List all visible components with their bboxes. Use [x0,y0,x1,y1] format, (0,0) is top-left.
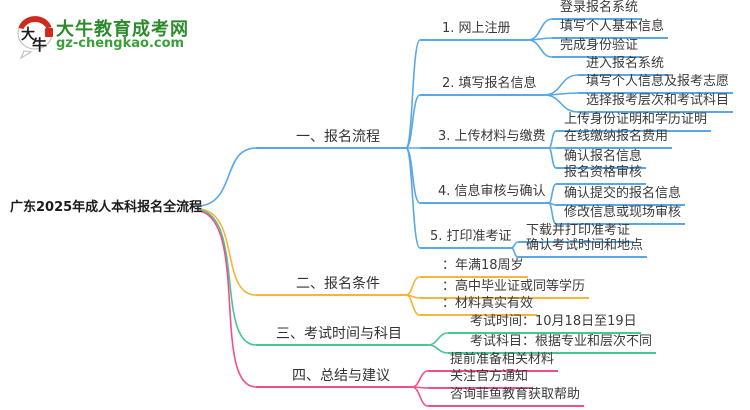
logo-char-niu: 牛 [32,36,47,54]
leaf-confirm-submitted-info: 确认提交的报名信息 [556,186,686,206]
leaf-valid-materials: ：材料真实有效 [420,296,538,316]
leaf-consult-for-help: 咨询菲鱼教育获取帮助 [428,387,585,407]
branch-signup-conditions: 二、报名条件 [256,276,406,296]
leaf-confirm-time-place: 确认考试时间和地点 [518,238,648,258]
leaf-confirm-signup-info: 确认报名信息 [556,149,647,169]
leaf-highschool-diploma: ：高中毕业证或同等学历 [420,279,590,299]
node-review-and-confirm: 4. 信息审核与确认 [420,184,550,204]
branch-exam-time-subjects: 三、考试时间与科目 [256,326,428,346]
leaf-exam-time: 考试时间：10月18日至19日 [448,314,641,334]
daniu-logo-icon: 大 牛 [17,16,53,59]
leaf-exam-subjects: 考试科目：根据专业和层次不同 [448,334,657,354]
leaf-fill-basic-info: 填写个人基本信息 [552,19,669,39]
site-domain: gz-chengkao.com [56,36,185,51]
logo-char-da: 大 [21,26,35,43]
leaf-upload-certificates: 上传身份证明和学历证明 [556,112,712,132]
node-online-register: 1. 网上注册 [420,21,529,41]
leaf-pay-online: 在线缴纳报名费用 [556,129,673,149]
leaf-follow-official-notice: 关注官方通知 [428,369,533,389]
leaf-info-and-volunteer: 填写个人信息及报考志愿 [578,74,734,94]
leaf-choose-level-subjects: 选择报考层次和考试科目 [578,93,734,113]
root-node: 广东2025年成人本科报名全流程 [10,200,203,215]
branch-summary-suggestions: 四、总结与建议 [256,368,412,388]
node-fill-signup-info: 2. 填写报名信息 [420,76,545,96]
branch-signup-process: 一、报名流程 [256,129,406,149]
node-upload-and-pay: 3. 上传材料与缴费 [420,129,550,149]
leaf-download-print-ticket: 下载并打印准考证 [518,223,635,243]
leaf-prepare-materials: 提前准备相关材料 [428,352,559,372]
leaf-identity-verification: 完成身份验证 [552,38,643,58]
leaf-qualification-review: 报名资格审核 [556,165,647,185]
leaf-enter-system: 进入报名系统 [578,56,669,76]
leaf-login-system: 登录报名系统 [552,0,643,20]
leaf-age-over-18: ：年满18周岁 [420,258,528,278]
node-print-admission-ticket: 5. 打印准考证 [420,229,512,249]
site-name: 大牛教育成考网 [56,19,189,40]
leaf-modify-or-onsite-review: 修改信息或现场审核 [556,205,686,225]
site-logo: 大 牛 大牛教育成考网 gz-chengkao.com [0,0,260,60]
logo-seal [45,28,53,37]
